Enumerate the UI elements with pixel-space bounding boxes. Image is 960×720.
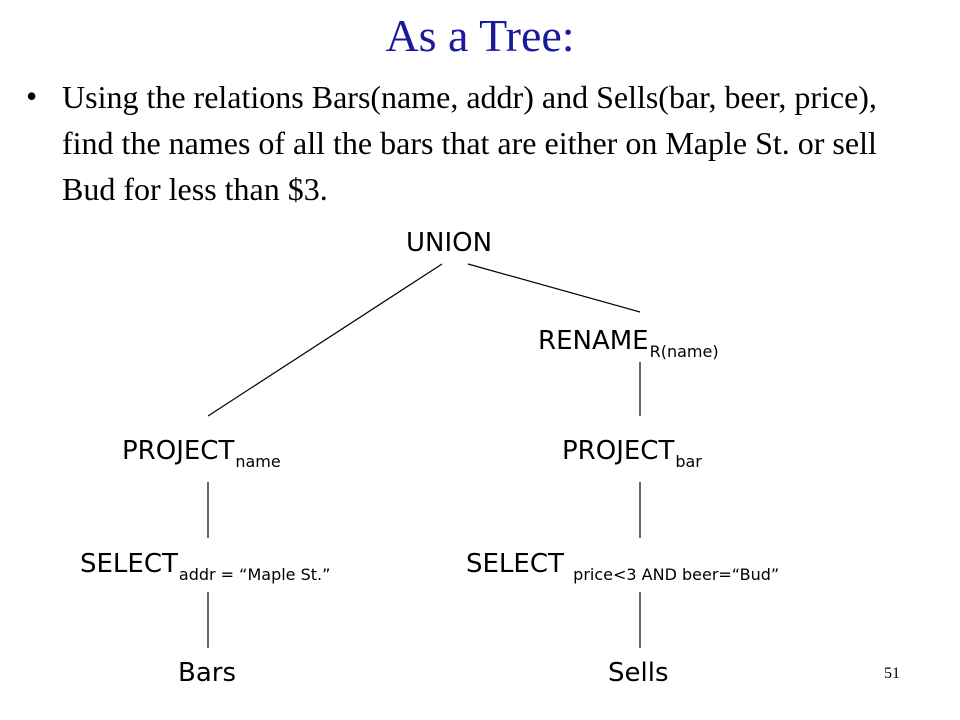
node-select-right-label: SELECT	[466, 549, 573, 579]
node-project-right: PROJECTbar	[562, 436, 702, 471]
slide-title: As a Tree:	[385, 10, 575, 61]
node-union-label: UNION	[406, 228, 493, 258]
node-rename-subscript: R(name)	[649, 342, 719, 361]
node-leaf-bars-label: Bars	[178, 658, 237, 688]
node-select-left: SELECTaddr = “Maple St.”	[80, 549, 331, 584]
node-rename-label: RENAME	[538, 326, 649, 356]
node-rename: RENAMER(name)	[538, 326, 719, 361]
node-select-left-subscript: addr = “Maple St.”	[178, 565, 331, 584]
node-union: UNION	[406, 228, 492, 258]
node-project-left: PROJECTname	[122, 436, 281, 471]
node-select-right: SELECT price<3 AND beer=“Bud”	[466, 549, 780, 584]
bullet-text: Using the relations Bars(name, addr) and…	[62, 79, 877, 207]
node-project-left-subscript: name	[235, 452, 281, 471]
edge-union-rename	[467, 263, 641, 313]
page-number: 51	[884, 665, 900, 682]
node-project-left-label: PROJECT	[122, 436, 235, 466]
node-select-left-label: SELECT	[80, 549, 178, 579]
node-leaf-sells-label: Sells	[608, 658, 669, 688]
node-project-right-label: PROJECT	[562, 436, 675, 466]
node-leaf-sells: Sells	[608, 658, 669, 688]
node-project-right-subscript: bar	[675, 452, 702, 471]
edge-union-project-left	[207, 263, 443, 417]
node-select-right-subscript: price<3 AND beer=“Bud”	[573, 565, 780, 584]
node-leaf-bars: Bars	[178, 658, 236, 688]
bullet-marker: •	[26, 78, 38, 114]
